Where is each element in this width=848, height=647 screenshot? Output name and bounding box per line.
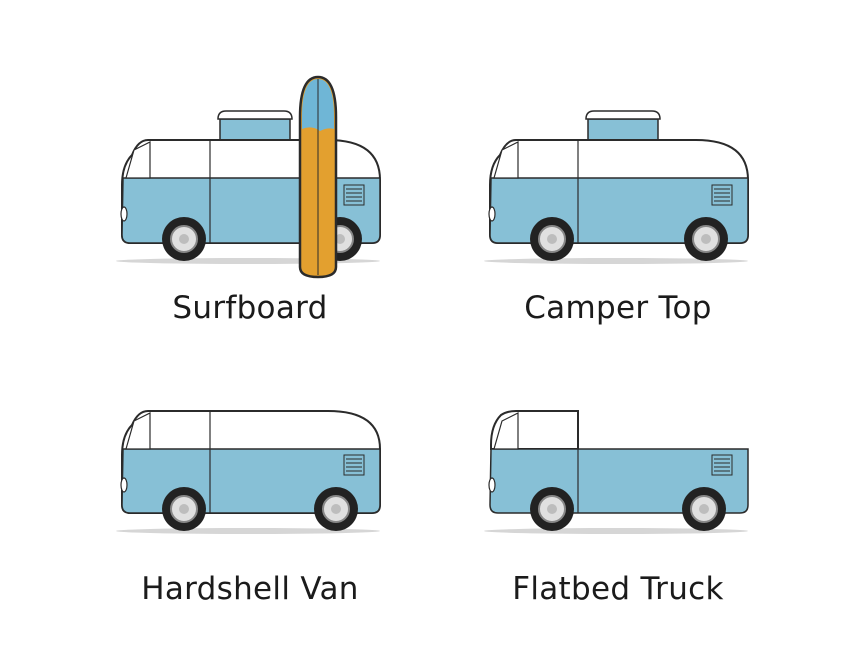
option-flatbed-truck[interactable]: Flatbed Truck <box>468 335 768 635</box>
option-hardshell-van[interactable]: Hardshell Van <box>100 335 400 635</box>
headlight <box>120 206 128 222</box>
headlight <box>120 477 128 493</box>
vent-grille <box>711 454 733 476</box>
option-surfboard[interactable]: Surfboard <box>100 55 400 355</box>
hardshell-van-illustration <box>116 410 381 534</box>
windshield <box>125 141 151 179</box>
front-wheel-icon <box>530 217 574 261</box>
camper-van-illustration <box>484 110 749 264</box>
windshield <box>125 412 151 450</box>
windshield <box>493 412 519 450</box>
rear-wheel-icon <box>314 487 358 531</box>
option-label-hardshell-van: Hardshell Van <box>141 571 359 607</box>
flatbed-truck-illustration <box>484 410 749 534</box>
rear-wheel-icon <box>682 487 726 531</box>
option-label-flatbed-truck: Flatbed Truck <box>512 571 724 607</box>
windshield <box>493 141 519 179</box>
option-label-surfboard: Surfboard <box>172 290 328 326</box>
front-wheel-icon <box>530 487 574 531</box>
headlight <box>488 206 496 222</box>
headlight <box>488 477 496 493</box>
surfboard-van-illustration <box>116 75 381 279</box>
camper-roof-box <box>587 118 659 142</box>
rear-wheel-icon <box>684 217 728 261</box>
vent-grille <box>343 184 365 206</box>
front-wheel-icon <box>162 217 206 261</box>
roof-lid <box>217 110 293 120</box>
option-label-camper-top: Camper Top <box>524 290 712 326</box>
camper-roof-lid <box>585 110 661 120</box>
surfboard-icon <box>298 75 338 279</box>
vent-grille <box>711 184 733 206</box>
front-wheel-icon <box>162 487 206 531</box>
vent-grille <box>343 454 365 476</box>
option-camper-top[interactable]: Camper Top <box>468 55 768 355</box>
roof-box <box>219 118 291 142</box>
